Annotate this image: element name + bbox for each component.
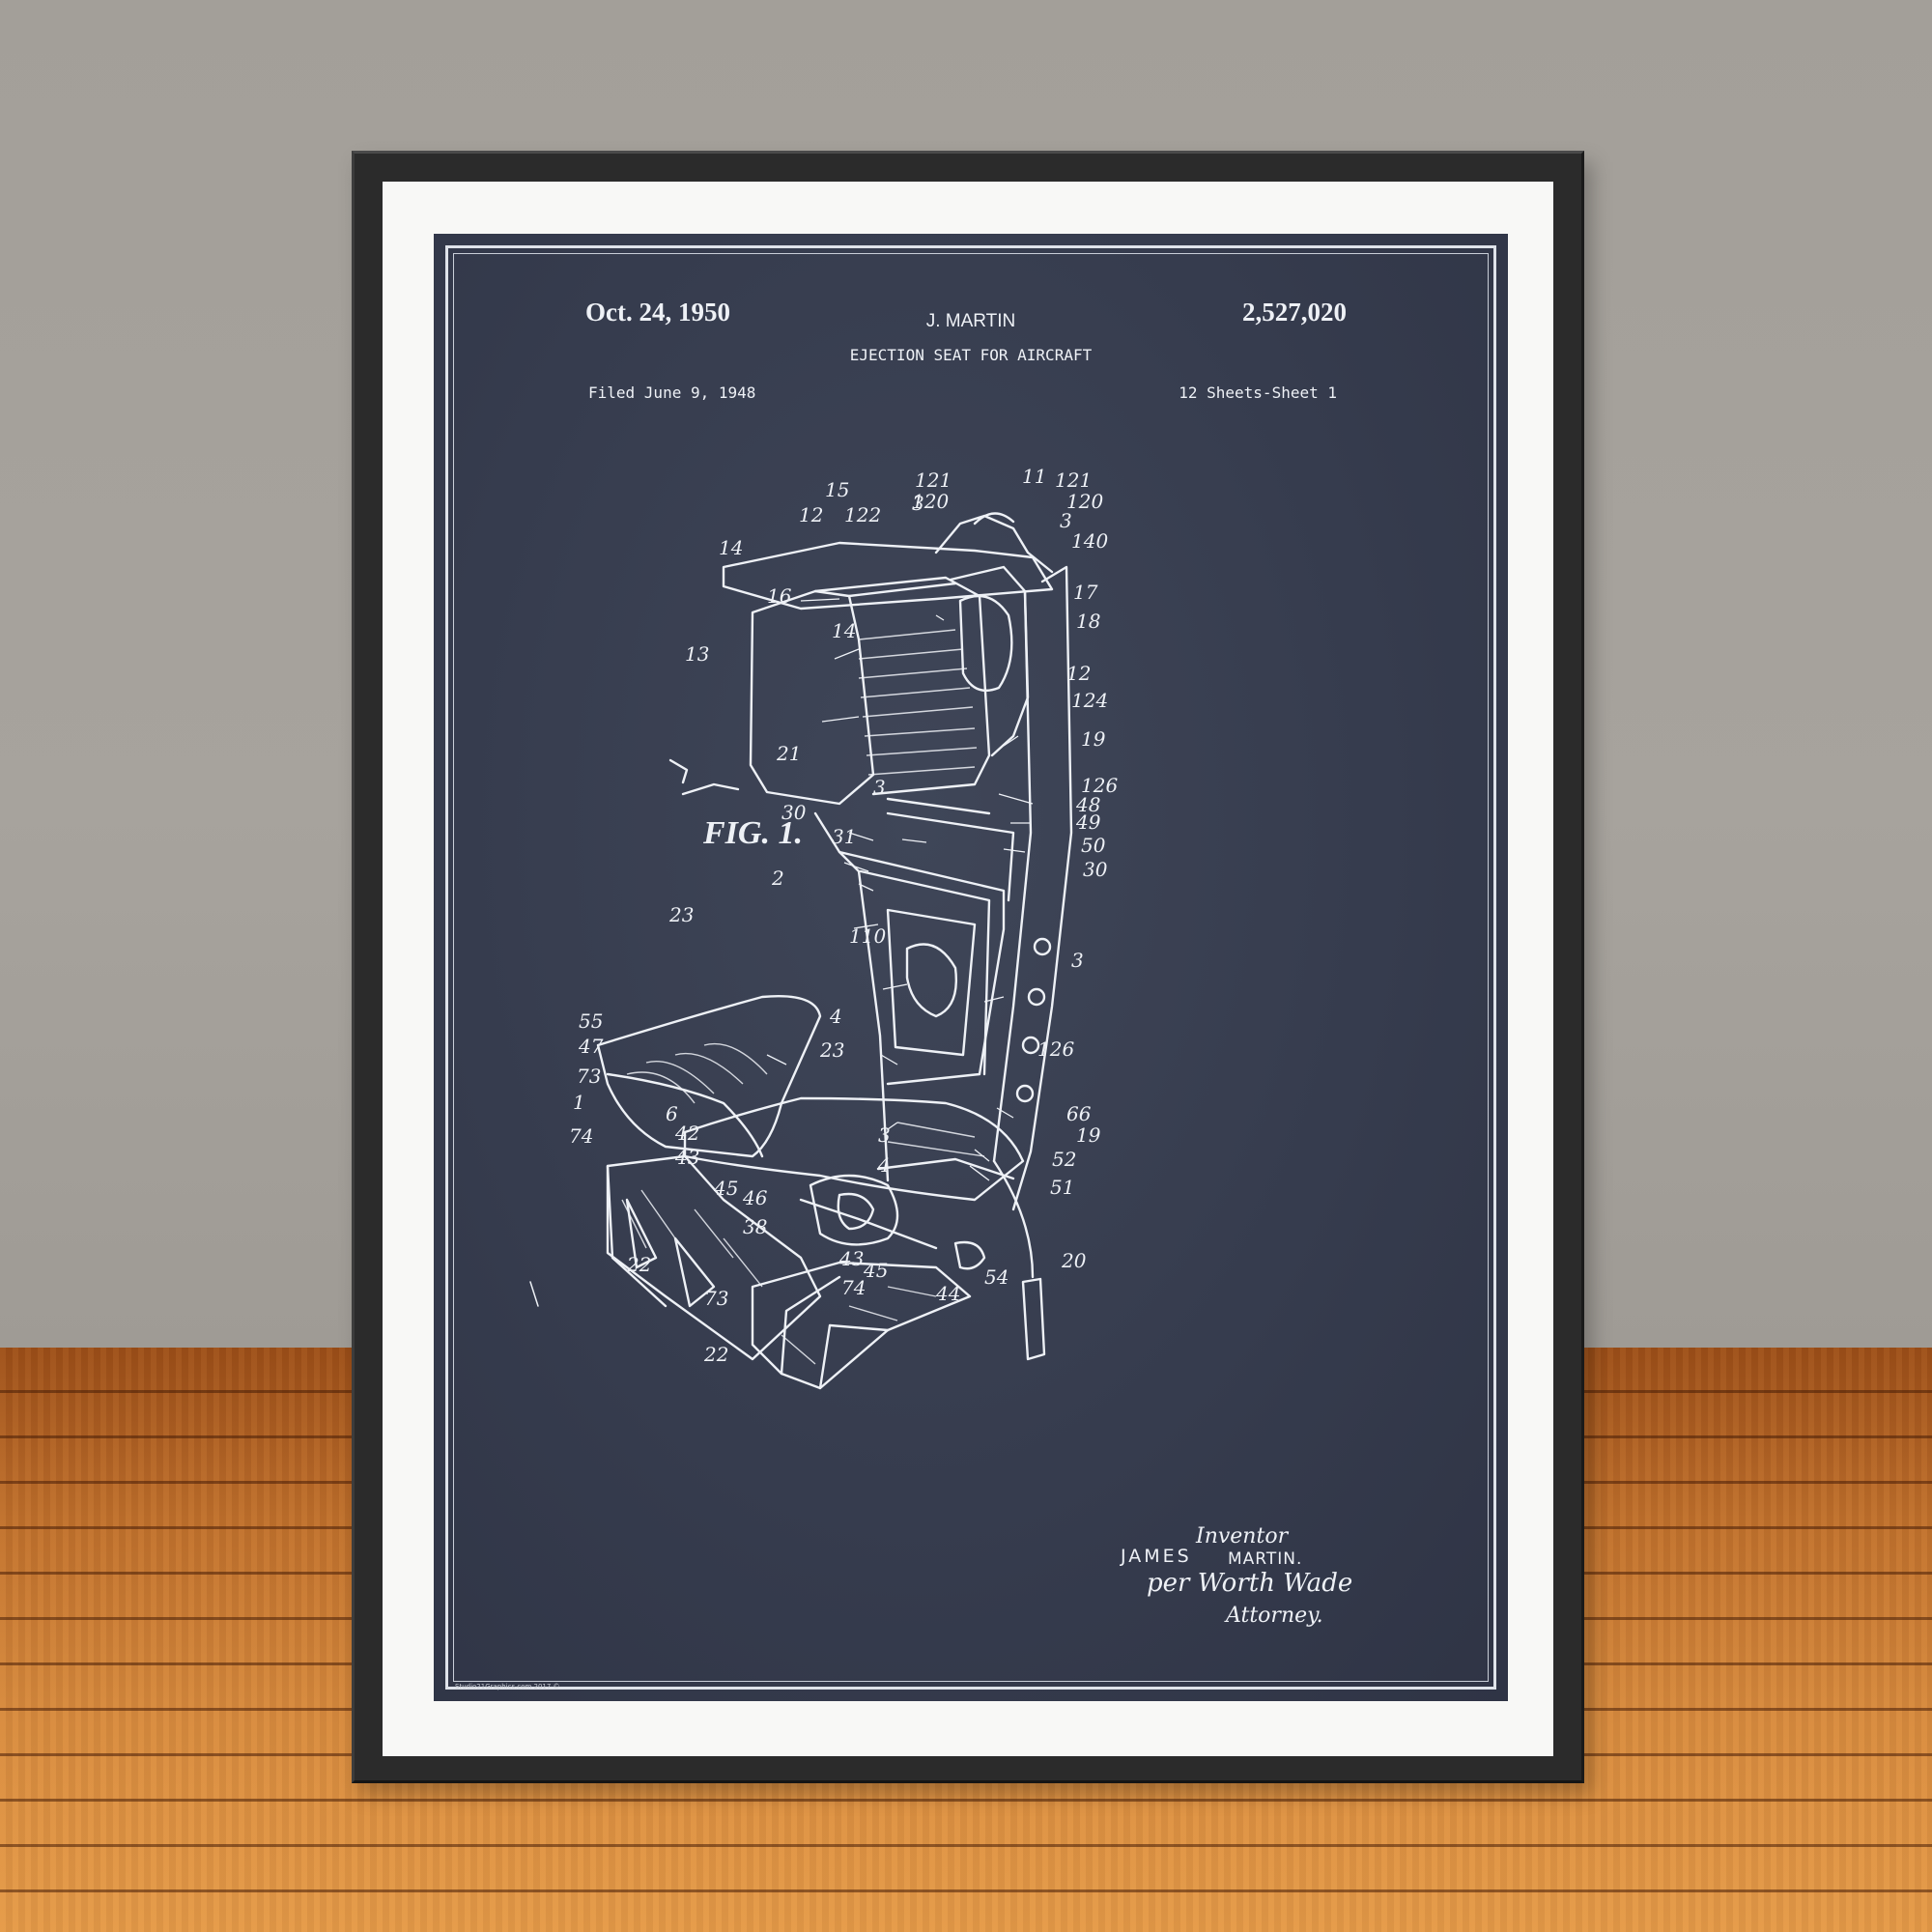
patent-title: EJECTION SEAT FOR AIRCRAFT xyxy=(849,346,1093,364)
part-number-label: 45 xyxy=(713,1177,738,1200)
part-number-label: 120 xyxy=(1066,490,1103,513)
seat-back-panel xyxy=(838,850,1006,1086)
part-number-label: 47 xyxy=(578,1035,604,1058)
part-number-label: 126 xyxy=(1037,1037,1074,1061)
part-number-label: 50 xyxy=(1081,834,1106,857)
part-number-label: 43 xyxy=(674,1146,699,1169)
part-number-label: 19 xyxy=(1076,1123,1101,1147)
firing-gear xyxy=(809,1174,899,1246)
part-number-label: 126 xyxy=(1081,774,1118,797)
seat-bucket-left xyxy=(596,995,822,1158)
part-number-label: 30 xyxy=(781,801,807,824)
part-number-label: 54 xyxy=(984,1265,1009,1289)
back-frame-strut xyxy=(886,811,1015,902)
poster-inner-border xyxy=(453,253,1489,1682)
patent-date: Oct. 24, 1950 xyxy=(585,298,730,327)
cylinder-bottle xyxy=(1021,1277,1046,1361)
part-number-label: 22 xyxy=(703,1343,728,1366)
part-number-label: 74 xyxy=(569,1124,593,1148)
signature-inventor-first: JAMES xyxy=(1121,1546,1192,1567)
part-number-label: 110 xyxy=(849,924,886,948)
signature-inventor-last: MARTIN. xyxy=(1228,1549,1303,1569)
sheet-count: 12 Sheets-Sheet 1 xyxy=(1179,384,1337,402)
part-number-label: 2 xyxy=(771,867,784,890)
part-number-label: 12 xyxy=(1066,662,1091,685)
part-number-label: 11 xyxy=(1022,465,1046,488)
seat-pan xyxy=(683,1096,1025,1202)
part-number-label: 121 xyxy=(1055,469,1092,492)
part-number-label: 121 xyxy=(915,469,952,492)
part-number-label: 120 xyxy=(912,490,949,513)
part-number-label: 73 xyxy=(577,1065,601,1088)
part-number-label: 18 xyxy=(1076,610,1100,633)
part-number-label: 17 xyxy=(1073,581,1098,604)
seat-base-box xyxy=(606,1154,822,1361)
part-number-label: 20 xyxy=(1061,1249,1087,1272)
poster-border xyxy=(445,245,1496,1690)
part-number-label: 4 xyxy=(829,1005,842,1028)
part-number-label: 46 xyxy=(742,1186,768,1209)
part-number-label: 22 xyxy=(626,1253,651,1276)
part-number-label: 12 xyxy=(799,503,823,526)
blueprint-poster: Oct. 24, 1950 J. MARTIN 2,527,020 EJECTI… xyxy=(434,234,1508,1701)
headbox-top xyxy=(722,541,1054,611)
part-number-label: 122 xyxy=(844,503,881,526)
part-number-label: 66 xyxy=(1066,1102,1092,1125)
part-number-label: 55 xyxy=(579,1009,603,1033)
part-number-label: 23 xyxy=(668,903,694,926)
part-number-label: 30 xyxy=(1083,858,1108,881)
part-number-label: 124 xyxy=(1071,689,1108,712)
signature-inventor-label: Inventor xyxy=(1196,1524,1289,1548)
guide-rail xyxy=(1011,565,1073,1211)
headrest-face xyxy=(813,576,991,796)
part-number-label: 14 xyxy=(832,619,856,642)
ejection-seat-drawing: 1211112131512012012122314014161714181312… xyxy=(529,465,1118,1390)
part-number-label: 15 xyxy=(825,478,849,501)
part-number-label: 3 xyxy=(912,492,924,515)
part-number-label: 48 xyxy=(1075,793,1100,816)
figure-label: FIG. 1. xyxy=(703,815,803,851)
part-number-label: 3 xyxy=(878,1123,891,1147)
part-number-label: 23 xyxy=(819,1038,844,1062)
picture-frame: Oct. 24, 1950 J. MARTIN 2,527,020 EJECTI… xyxy=(352,151,1584,1783)
seat-back-left xyxy=(813,811,890,1182)
part-number-label: 13 xyxy=(685,642,709,666)
part-number-label: 1 xyxy=(573,1091,585,1114)
part-number-label: 44 xyxy=(935,1282,960,1305)
patent-number: 2,527,020 xyxy=(1242,298,1347,327)
part-number-label: 73 xyxy=(704,1287,728,1310)
part-number-label: 3 xyxy=(1060,509,1072,532)
part-number-label: 19 xyxy=(1081,727,1106,751)
part-number-label: 74 xyxy=(841,1276,866,1299)
filed-date: Filed June 9, 1948 xyxy=(588,384,756,402)
part-number-label: 38 xyxy=(743,1215,767,1238)
part-number-label: 42 xyxy=(674,1122,699,1145)
white-mat: Oct. 24, 1950 J. MARTIN 2,527,020 EJECTI… xyxy=(383,182,1553,1756)
part-number-label: 16 xyxy=(767,584,792,608)
part-number-label: 45 xyxy=(863,1259,888,1282)
part-number-label: 52 xyxy=(1052,1148,1076,1171)
part-number-label: 51 xyxy=(1050,1176,1074,1199)
inventor-name: J. MARTIN xyxy=(925,311,1016,331)
part-number-label: 6 xyxy=(666,1102,678,1125)
signature-attorney-name: per Worth Wade xyxy=(1147,1569,1353,1598)
part-number-label: 3 xyxy=(873,776,886,799)
part-number-label: 4 xyxy=(877,1153,891,1177)
part-number-label: 21 xyxy=(776,742,801,765)
part-number-label: 140 xyxy=(1071,529,1108,553)
signature-attorney-label: Attorney. xyxy=(1226,1604,1323,1628)
part-number-label: 31 xyxy=(832,825,856,848)
leader-lines xyxy=(766,598,1034,1181)
part-number-label: 14 xyxy=(719,536,743,559)
part-number-label: 43 xyxy=(838,1247,864,1270)
part-number-label: 3 xyxy=(1071,949,1084,972)
part-number-label: 49 xyxy=(1075,810,1101,834)
copyright-notice: Studio21Graphics.com 2017 © xyxy=(455,1683,560,1690)
